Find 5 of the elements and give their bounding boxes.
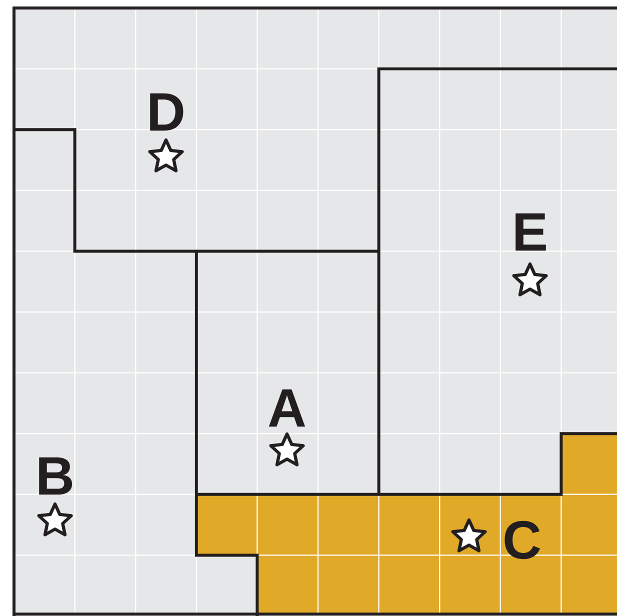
region-label: D (150, 93, 184, 131)
region-label: B (39, 457, 72, 495)
region-label: C (504, 520, 540, 560)
region-label: A (268, 389, 306, 427)
region-label: E (516, 213, 546, 251)
